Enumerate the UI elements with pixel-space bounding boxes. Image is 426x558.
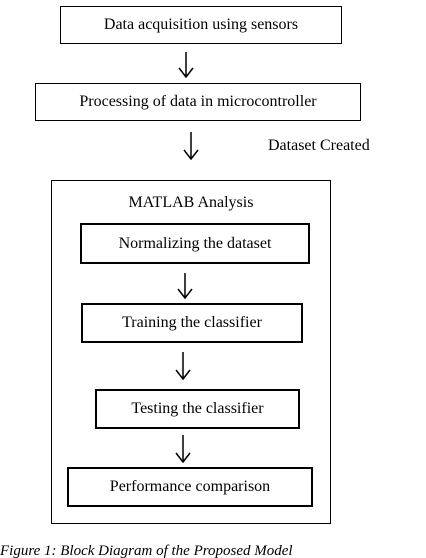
arrow-down-icon <box>175 352 191 381</box>
step-performance-comparison: Performance comparison <box>67 467 313 507</box>
step-normalizing: Normalizing the dataset <box>80 223 310 264</box>
step-data-acquisition: Data acquisition using sensors <box>60 6 342 44</box>
arrow-down-icon <box>175 435 191 464</box>
dataset-created-note: Dataset Created <box>268 137 370 154</box>
matlab-analysis-title: MATLAB Analysis <box>128 194 254 211</box>
step-processing-data-label: Processing of data in microcontroller <box>79 93 317 110</box>
step-performance-comparison-label: Performance comparison <box>109 478 271 495</box>
figure-caption-text: Figure 1: Block Diagram of the Proposed … <box>0 544 293 558</box>
step-data-acquisition-label: Data acquisition using sensors <box>103 16 299 33</box>
figure-caption: Figure 1: Block Diagram of the Proposed … <box>0 544 426 558</box>
arrow-down-icon <box>183 132 199 161</box>
step-normalizing-label: Normalizing the dataset <box>118 234 272 252</box>
step-testing-label: Testing the classifier <box>131 400 264 417</box>
step-testing: Testing the classifier <box>95 389 300 429</box>
step-training-label: Training the classifier <box>122 314 262 331</box>
step-training: Training the classifier <box>81 303 303 343</box>
arrow-down-icon <box>178 52 194 79</box>
arrow-down-icon <box>177 273 193 300</box>
step-processing-data: Processing of data in microcontroller <box>35 83 361 121</box>
